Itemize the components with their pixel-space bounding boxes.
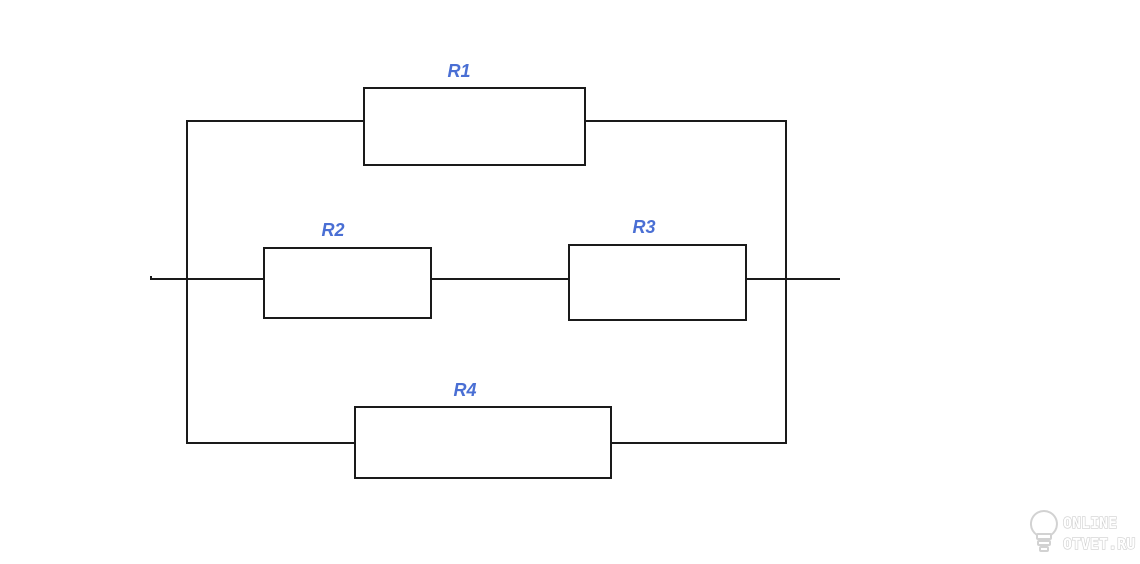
- label-r2: R2: [321, 220, 344, 240]
- watermark-line1: ONLINE: [1063, 514, 1117, 532]
- resistor-r1: [363, 87, 586, 166]
- label-r4: R4: [453, 380, 476, 400]
- label-r3: R3: [632, 217, 655, 237]
- resistor-r3: [568, 244, 747, 321]
- wires: [150, 120, 840, 444]
- label-r1: R1: [447, 61, 470, 81]
- watermark: ONLINE OTVET.RU: [1029, 510, 1136, 554]
- watermark-line2: OTVET.RU: [1063, 535, 1135, 553]
- lightbulb-icon: [1029, 510, 1058, 552]
- resistor-r2: [263, 247, 432, 319]
- resistor-r4: [354, 406, 612, 479]
- input-lead: [150, 276, 188, 280]
